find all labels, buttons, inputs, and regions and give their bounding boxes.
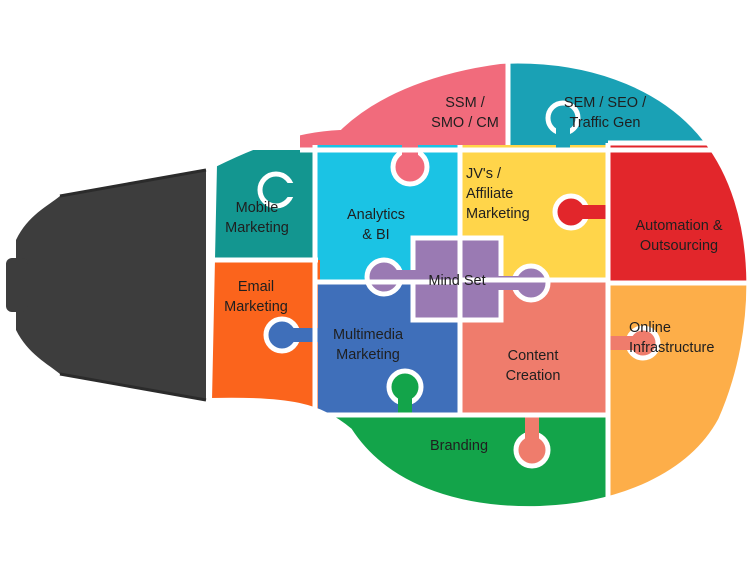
puzzle-pieces xyxy=(210,61,749,509)
label-line: Online xyxy=(629,320,671,336)
label-line: Affiliate xyxy=(466,186,514,202)
puzzle-knob xyxy=(579,205,611,219)
puzzle-knob xyxy=(288,328,320,342)
label-line: & BI xyxy=(362,227,390,243)
label-line: Creation xyxy=(505,368,561,384)
label-line: Content xyxy=(507,348,559,364)
bulb-base-ridge xyxy=(59,372,207,402)
label-line: SMO / CM xyxy=(431,115,499,131)
puzzle-knob xyxy=(604,336,636,350)
label-sem: SEM / SEO / Traffic Gen xyxy=(545,93,665,133)
puzzle-knob xyxy=(283,183,317,197)
label-line: Marketing xyxy=(466,206,530,222)
label-line: SSM / xyxy=(445,95,485,111)
label-line: Mind Set xyxy=(428,273,486,289)
label-line: Traffic Gen xyxy=(569,115,641,131)
puzzle-knob xyxy=(556,126,570,148)
label-line: JV's / xyxy=(466,166,501,182)
label-line: Mobile xyxy=(235,200,279,216)
bulb-base xyxy=(6,168,207,402)
label-line: Marketing xyxy=(336,347,400,363)
label-online: Online Infrastructure xyxy=(629,318,729,358)
label-ssm: SSM / SMO / CM xyxy=(420,93,510,133)
puzzle-piece-automation xyxy=(608,143,749,283)
label-line: Branding xyxy=(429,438,489,454)
label-line: Automation & xyxy=(635,218,723,234)
label-line: Marketing xyxy=(224,299,288,315)
label-line: Marketing xyxy=(225,220,289,236)
puzzle-seams xyxy=(210,61,749,508)
label-branding: Branding xyxy=(412,436,506,456)
bulb-screw-base xyxy=(16,170,206,400)
label-line: Email xyxy=(237,279,275,295)
label-mobile: Mobile Marketing xyxy=(213,198,301,238)
label-email: Email Marketing xyxy=(211,277,301,317)
label-multimedia: Multimedia Marketing xyxy=(317,325,419,365)
label-line: Infrastructure xyxy=(629,340,715,356)
label-analytics: Analytics & BI xyxy=(328,205,424,245)
bulb-outline xyxy=(207,59,750,511)
puzzle-piece-branding xyxy=(318,415,608,509)
label-mindset: Mind Set xyxy=(413,271,501,291)
puzzle-piece-mobile xyxy=(210,150,315,260)
label-line: Analytics xyxy=(346,207,406,223)
label-line: Outsourcing xyxy=(639,238,719,254)
bulb-base-ridge xyxy=(59,168,207,198)
label-line: SEM / SEO / xyxy=(563,95,647,111)
label-content: Content Creation xyxy=(488,346,578,386)
puzzle-knob xyxy=(525,412,539,442)
label-jv: JV's / Affiliate Marketing xyxy=(466,164,554,224)
label-line: Multimedia xyxy=(332,327,404,343)
label-automation: Automation & Outsourcing xyxy=(620,216,738,256)
bulb-base-cap xyxy=(6,258,28,312)
